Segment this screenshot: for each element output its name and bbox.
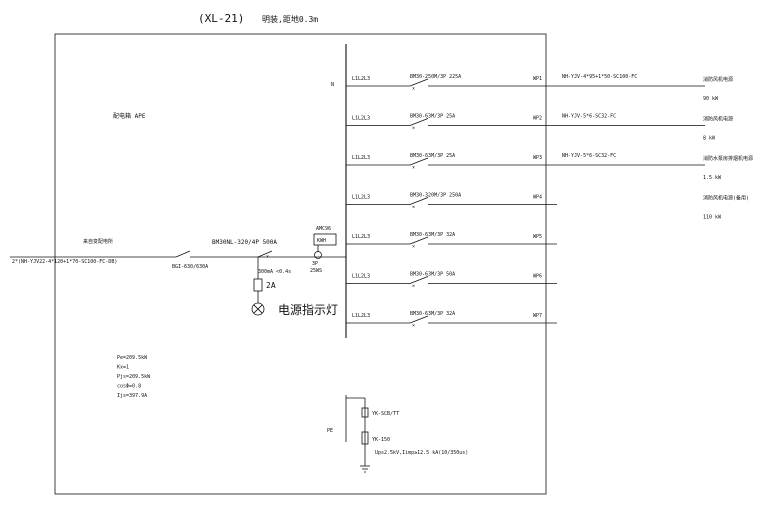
circuit-phase: L1L2L3: [352, 76, 370, 82]
circuit-wp2: × L1L2L3 BM30-63M/3P 25A WP2 NH-YJV-5*6-SC32…: [346, 114, 733, 142]
spd2-symbol: [361, 431, 369, 445]
breaker-contact: [409, 197, 429, 205]
panel-enclosure: [54, 33, 547, 495]
breaker-contact: [409, 315, 429, 324]
breaker-contact: [409, 276, 429, 284]
circuit-power: 8 kW: [703, 136, 716, 142]
circuit-load: 消防风机电源(备用): [703, 195, 749, 202]
breaker-cross: ×: [412, 244, 415, 250]
indicator-lamp-icon: [251, 302, 265, 316]
breaker-cross: ×: [412, 165, 415, 171]
circuit-breaker: BM30-63M/3P 32A: [410, 311, 455, 317]
circuit-id: WP7: [533, 313, 542, 319]
circuit-power: 110 kW: [703, 215, 722, 221]
circuit-wp3: × L1L2L3 BM30-63M/3P 25A WP3 NH-YJV-5*6-SC32…: [346, 153, 753, 181]
circuit-power: 90 kW: [703, 96, 719, 102]
circuit-breaker: BM30-63M/3P 50A: [410, 272, 455, 278]
circuit-cable: NH-YJV-4*95+1*50-SC100-FC: [562, 74, 637, 80]
circuit-breaker: BM30-63M/3P 25A: [410, 114, 455, 120]
spd1-label: YK-SCB/TT: [372, 411, 399, 417]
bus-n-label: N: [331, 82, 334, 88]
fuse-symbol: [253, 278, 263, 292]
meter-label: KWH: [317, 238, 326, 244]
ct-phase: 3P: [312, 261, 318, 267]
circuit-breaker: BM30-63M/3P 32A: [410, 232, 455, 238]
circuit-load: 消防水泵房排烟机电源: [703, 155, 753, 162]
breaker-cross: ×: [412, 284, 415, 290]
circuit-wp6: × L1L2L3 BM30-63M/3P 50A WP6: [346, 272, 557, 290]
spd2-label: YK-150: [372, 437, 390, 443]
isolator-label: BGI-630/630A: [172, 264, 208, 270]
main-breaker-label: BM30NL-320/4P 500A: [212, 239, 277, 246]
ct-rating: 25WS: [310, 268, 322, 274]
incoming-cable: 2*(NH-YJV22-4*120+1*70-SC100-FC-DB): [12, 259, 117, 265]
bus-pe-label: PE: [327, 428, 333, 434]
load-summary-line: Kx=1: [117, 365, 129, 371]
circuit-wp7: × L1L2L3 BM30-63M/3P 32A WP7: [346, 311, 557, 329]
circuit-phase: L1L2L3: [352, 274, 370, 280]
lamp-cross-b: [253, 304, 263, 314]
circuit-load: 消防风机电源: [703, 76, 733, 83]
breaker-contact: [409, 157, 429, 166]
current-transformer-icon: [314, 251, 322, 259]
circuit-id: WP1: [533, 76, 542, 82]
circuit-phase: L1L2L3: [352, 234, 370, 240]
energy-meter-box: [313, 233, 337, 246]
circuit-id: WP2: [533, 116, 542, 122]
circuit-id: WP3: [533, 155, 542, 161]
circuit-power: 1.5 kW: [703, 175, 722, 181]
breaker-cross: ×: [412, 323, 415, 329]
panel-code: (XL-21): [198, 12, 244, 25]
circuit-id: WP5: [533, 234, 542, 240]
meter-model: AMC96: [316, 226, 331, 232]
incoming-source-label: 来自变配电所: [83, 238, 113, 245]
circuit-breaker: BM30-250M/3P 225A: [410, 74, 461, 80]
main-breaker-cross: ×: [266, 254, 269, 260]
circuit-wp4: × L1L2L3 BM30-320M/3P 250A WP4 消防风机电源(备用) 110…: [346, 193, 749, 221]
breaker-cross: ×: [412, 126, 415, 132]
breaker-cross: ×: [412, 205, 415, 211]
rcd-label: 300mA <0.4s: [258, 269, 291, 275]
circuit-breaker: BM30-320M/3P 250A: [410, 193, 461, 199]
panel-name: 配电箱 APE: [113, 112, 146, 120]
install-note: 明装,距地0.3m: [262, 14, 318, 24]
load-summary-line: Ijs=397.9A: [117, 393, 147, 399]
circuit-breaker: BM30-63M/3P 25A: [410, 153, 455, 159]
circuit-wp5: × L1L2L3 BM30-63M/3P 32A WP5: [346, 232, 557, 250]
circuit-wp1: × L1L2L3 BM30-250M/3P 225A WP1 NH-YJV-4*95+1…: [346, 74, 733, 102]
spd1-symbol: [361, 407, 369, 418]
circuit-id: WP6: [533, 274, 542, 280]
spd-spec: Ups2.5kV,Iimp≥12.5 kA(10/350us): [375, 450, 468, 456]
isolator-contact: [175, 250, 191, 258]
breaker-cross: ×: [412, 86, 415, 92]
fuse-label: 2A: [266, 281, 276, 290]
main-breaker-contact: [257, 250, 273, 258]
outgoing-circuits: × L1L2L3 BM30-250M/3P 225A WP1 NH-YJV-4*95+1…: [346, 74, 753, 329]
circuit-phase: L1L2L3: [352, 155, 370, 161]
circuit-phase: L1L2L3: [352, 313, 370, 319]
load-summary-line: Pjs=209.5kW: [117, 374, 151, 380]
circuit-load: 消防风机电源: [703, 116, 733, 123]
load-summary-line: cosΦ=0.8: [117, 384, 141, 390]
lamp-label: 电源指示灯: [278, 302, 338, 317]
breaker-contact: [409, 118, 429, 126]
circuit-cable: NH-YJV-5*6-SC32-FC: [562, 114, 616, 120]
circuit-phase: L1L2L3: [352, 195, 370, 201]
breaker-contact: [409, 78, 429, 87]
load-summary-line: Pe=209.5kW: [117, 355, 148, 361]
circuit-id: WP4: [533, 195, 542, 201]
circuit-phase: L1L2L3: [352, 116, 370, 122]
breaker-contact: [409, 236, 429, 245]
circuit-cable: NH-YJV-5*6-SC32-FC: [562, 153, 616, 159]
